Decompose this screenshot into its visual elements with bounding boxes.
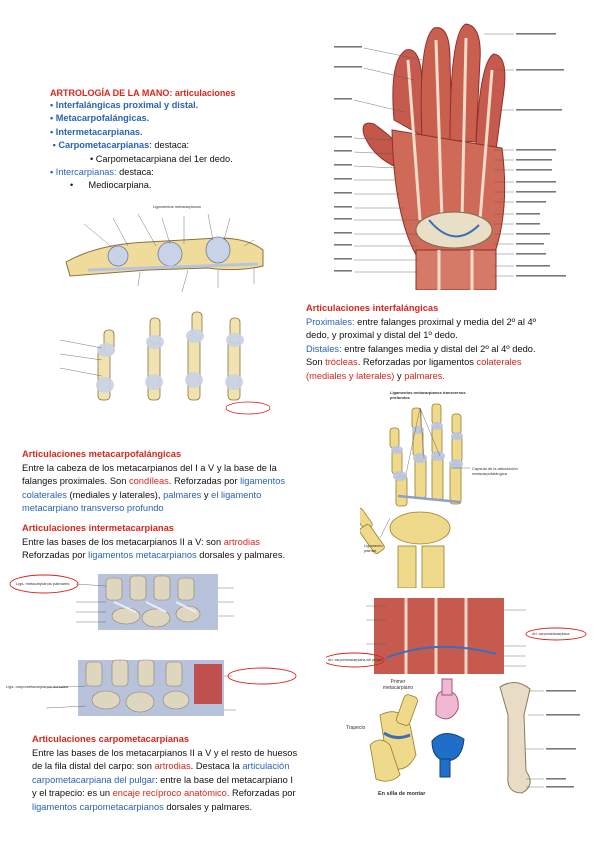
lig-carpomet-dorsales-label: Ligs. carpometacarpianos dorsales <box>6 684 69 689</box>
intro-section: ARTROLOGÍA DE LA MANO: articulaciones • … <box>50 88 290 193</box>
section-title: Articulaciones intermetacarpianas <box>22 523 174 533</box>
palmar-ligament-label: Ligamento palmar <box>364 543 383 553</box>
skeleton-hand-illustration <box>360 388 570 588</box>
paragraph-line: y el trapecio: es un encaje recíproco an… <box>32 788 296 799</box>
paragraph-line: Entre la cabeza de los metacarpianos del… <box>22 462 277 473</box>
carpal-ligaments-figure: Ligs. metacarpianos palmares Ligs. carpo… <box>6 572 306 718</box>
finger-ligament-figure: Ligamentos metacarpianos <box>58 200 278 415</box>
metacarpofalangicas-section: Articulaciones metacarpofalángicas Entre… <box>22 448 332 516</box>
paragraph-line: metacarpiano transverso profundo <box>22 503 164 514</box>
paragraph-line: colaterales (mediales y laterales), palm… <box>22 489 262 500</box>
paragraph-line: Reforzadas por ligamentos metacarpianos … <box>22 550 286 561</box>
saddle-joint-illustration <box>340 675 590 805</box>
section-title: Articulaciones carpometacarpianas <box>32 734 190 744</box>
list-item: • Intermetacarpianas. <box>50 126 143 137</box>
list-item: • Carpometacarpianas: destaca: <box>52 140 190 151</box>
list-item: • Metacarpofalángicas. <box>50 113 150 124</box>
lig-meta-palmares-label: Ligs. metacarpianos palmares <box>16 581 70 586</box>
carpal-ligaments-illustration <box>6 572 306 718</box>
list-item: • Interfalángicas proximal y distal. <box>50 100 199 110</box>
paragraph-line: carpometacarpiana del pulgar: entre la b… <box>32 774 294 785</box>
paragraph-line: Proximales: entre falanges proximal y me… <box>306 316 537 327</box>
interfalangicas-section: Articulaciones interfalángicas Proximale… <box>306 302 596 384</box>
paragraph-line: dedo, y proximal y distal del 1º dedo. <box>306 330 458 341</box>
list-item: • Carpometacarpiana del 1er dedo. <box>90 153 233 164</box>
trapecio-label: Trapecio <box>346 725 366 731</box>
paragraph-line: Son trócleas. Reforzadas por ligamentos … <box>306 357 522 368</box>
finger-ligament-illustration: Ligamentos metacarpianos <box>58 200 278 415</box>
skeleton-hand-figure: Ligamentos metacarpianos transversos pro… <box>360 388 570 588</box>
intermetacarpianas-section: Articulaciones intermetacarpianas Entre … <box>22 522 332 563</box>
art-carpomet-label: Art. carpometacarpiana <box>532 632 570 636</box>
primer-metacarpiano-label: Primer metacarpiano <box>382 679 414 691</box>
section-title: Articulaciones metacarpofalángicas <box>22 449 182 459</box>
wrist-section-figure: Art. carpometacarpiana del pulgar Art. c… <box>326 598 590 674</box>
wrist-section-illustration <box>326 598 590 674</box>
carpometacarpianas-section: Articulaciones carpometacarpianas Entre … <box>32 733 342 815</box>
silla-de-montar-label: En silla de montar <box>378 791 426 797</box>
transverse-ligament-label: Ligamentos metacarpianos transversos pro… <box>390 390 466 400</box>
paragraph-line: Entre las bases de los metacarpianos II … <box>32 747 298 758</box>
saddle-joint-figure: Primer metacarpiano Trapecio En silla de… <box>340 675 590 805</box>
art-carpomet-pulgar-label: Art. carpometacarpiana del pulgar <box>328 658 383 662</box>
paragraph-line: falanges proximales. Son condíleas. Refo… <box>22 476 286 487</box>
paragraph-line: (mediales y laterales) y palmares. <box>306 370 446 381</box>
hand-dissection-illustration <box>334 20 596 290</box>
capsule-label: Cápsula de la articulación metacarpofalá… <box>472 466 518 476</box>
lig-meta-title: Ligamentos metacarpianos <box>153 204 201 209</box>
hand-dissection-figure <box>334 20 596 290</box>
paragraph-line: Distales: entre falanges media y distal … <box>306 343 536 354</box>
section-title: Articulaciones interfalángicas <box>306 303 439 313</box>
list-item: • Intercarpianas: destaca: <box>50 167 154 178</box>
intro-heading: ARTROLOGÍA DE LA MANO: articulaciones <box>50 88 236 98</box>
paragraph-line: Entre las bases de los metacarpianos II … <box>22 536 260 547</box>
paragraph-line: de la fila distal del carpo: son artrodi… <box>32 761 290 772</box>
intro-list: • Interfalángicas proximal y distal. • M… <box>50 99 290 193</box>
list-item: • Mediocarpiana. <box>70 180 152 191</box>
paragraph-line: ligamentos carpometacarpianos dorsales y… <box>32 801 253 812</box>
